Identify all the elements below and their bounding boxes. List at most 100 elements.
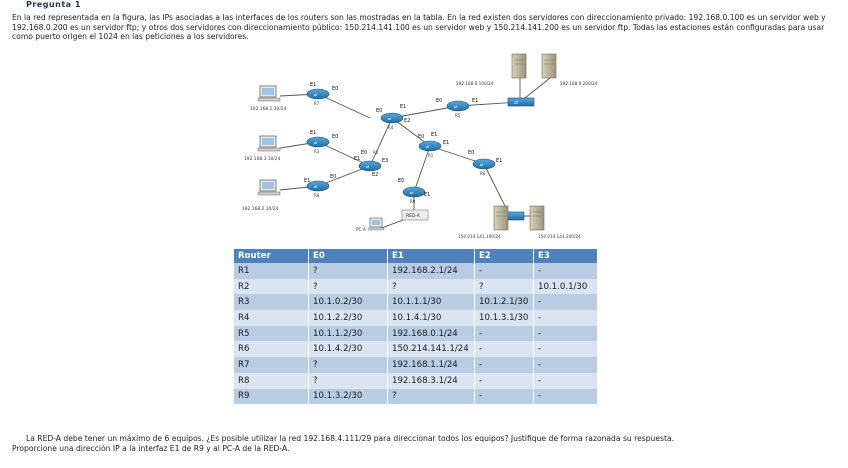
table-cell: ? xyxy=(387,278,475,295)
router-icon: ⇄ xyxy=(446,100,470,112)
table-row: R6 10.1.4.2/30 150.214.141.1/24 - - xyxy=(234,341,598,358)
table-cell: - xyxy=(533,388,598,405)
table-cell: - xyxy=(474,341,534,358)
svg-text:⇄: ⇄ xyxy=(388,116,392,121)
svg-text:E1: E1 xyxy=(354,156,360,162)
svg-text:E0: E0 xyxy=(332,86,338,92)
question-line: Proporcione una dirección IP a la interf… xyxy=(12,444,290,453)
pc-icon xyxy=(257,85,281,102)
table-cell: - xyxy=(533,325,598,342)
table-cell: - xyxy=(533,357,598,373)
table-cell: - xyxy=(474,357,534,373)
svg-text:⇄: ⇄ xyxy=(454,104,458,109)
table-cell: 192.168.0.1/24 xyxy=(387,325,475,342)
svg-text:E0: E0 xyxy=(398,178,404,184)
table-row: R3 10.1.0.2/30 10.1.1.1/30 10.1.2.1/30 - xyxy=(234,294,598,311)
router-label: R4 xyxy=(388,125,394,130)
pc-network-label: 192.168.2.10/24 xyxy=(242,206,279,212)
router-label: R7 xyxy=(314,101,320,106)
svg-text:⇄: ⇄ xyxy=(480,162,484,167)
table-header-row: Router E0 E1 E2 E3 xyxy=(234,249,598,263)
table-cell: R2 xyxy=(234,278,309,295)
table-cell: 10.1.0.1/30 xyxy=(533,278,598,295)
table-row: R4 10.1.2.2/30 10.1.4.1/30 10.1.3.1/30 - xyxy=(234,310,598,326)
svg-text:E3: E3 xyxy=(382,158,388,164)
router-label: R1 xyxy=(428,153,434,158)
pc-icon xyxy=(257,135,281,152)
router-label: R5 xyxy=(455,113,461,118)
table-cell: R8 xyxy=(234,372,309,389)
table-cell: - xyxy=(474,325,534,342)
svg-text:⇄: ⇄ xyxy=(314,184,318,189)
table-cell: 192.168.1.1/24 xyxy=(387,357,475,373)
svg-text:E1: E1 xyxy=(472,98,478,104)
table-header-cell: E2 xyxy=(474,249,534,263)
svg-text:E1: E1 xyxy=(304,178,310,184)
table-cell: 150.214.141.1/24 xyxy=(387,341,475,358)
svg-text:E1: E1 xyxy=(431,132,437,138)
router-icon: ⇄ xyxy=(380,112,404,124)
table-cell: R6 xyxy=(234,341,309,358)
table-row: R9 10.1.3.2/30 ? - - xyxy=(234,388,598,405)
laptop-icon xyxy=(367,217,385,231)
table-cell: ? xyxy=(308,357,388,373)
table-row: R8 ? 192.168.3.1/24 - - xyxy=(234,372,598,389)
router-icon: ⇄ xyxy=(358,160,382,172)
svg-text:E1: E1 xyxy=(424,192,430,198)
table-cell: R3 xyxy=(234,294,309,311)
svg-text:⇄: ⇄ xyxy=(314,92,318,97)
table-cell: - xyxy=(474,372,534,389)
svg-text:⇄: ⇄ xyxy=(366,164,370,169)
server-icon xyxy=(511,53,527,79)
router-icon: ⇄ xyxy=(418,140,442,152)
svg-text:E0: E0 xyxy=(330,174,336,180)
svg-text:⇄: ⇄ xyxy=(314,140,318,145)
table-cell: 192.168.3.1/24 xyxy=(387,372,475,389)
router-icon: ⇄ xyxy=(306,136,330,148)
table-cell: 10.1.4.2/30 xyxy=(308,341,388,358)
table-header-cell: E1 xyxy=(387,249,475,263)
table-cell: - xyxy=(474,388,534,405)
svg-text:E1: E1 xyxy=(310,82,316,88)
svg-text:E1: E1 xyxy=(496,158,502,164)
table-cell: - xyxy=(533,294,598,311)
pc-network-label: 192.168.3.10/24 xyxy=(244,156,281,162)
server-address-label: 192.168.0.100/24 xyxy=(456,81,494,86)
pc-a-label: PC-A xyxy=(356,227,366,232)
router-interface-table: Router E0 E1 E2 E3 R1 ? 192.168.2.1/24 -… xyxy=(234,249,598,405)
router-icon: ⇄ xyxy=(306,180,330,192)
table-header-cell: E3 xyxy=(533,249,598,263)
server-address-label: 150.214.141.100/24 xyxy=(458,234,501,239)
table-cell: 10.1.2.2/30 xyxy=(308,310,388,326)
table-cell: R5 xyxy=(234,325,309,342)
table-cell: R1 xyxy=(234,263,309,279)
table-cell: 10.1.3.1/30 xyxy=(474,310,534,326)
table-header-cell: Router xyxy=(234,249,309,263)
router-label: R6 xyxy=(480,171,486,176)
table-header-cell: E0 xyxy=(308,249,388,263)
table-cell: R7 xyxy=(234,357,309,373)
page-heading: Pregunta 1 xyxy=(26,0,81,9)
svg-text:E0: E0 xyxy=(361,150,367,156)
pc-icon xyxy=(257,179,281,196)
switch-icon: ⇄ xyxy=(507,97,535,107)
table-cell: - xyxy=(474,263,534,279)
svg-text:⇄: ⇄ xyxy=(514,100,518,106)
server-address-label: 150.214.141.200/24 xyxy=(538,234,581,239)
router-icon: ⇄ xyxy=(306,88,330,100)
table-cell: ? xyxy=(308,263,388,279)
table-row: R7 ? 192.168.1.1/24 - - xyxy=(234,357,598,373)
table-cell: - xyxy=(533,341,598,358)
table-cell: - xyxy=(533,372,598,389)
table-cell: 10.1.2.1/30 xyxy=(474,294,534,311)
red-a-network xyxy=(401,209,429,221)
svg-text:E0: E0 xyxy=(436,98,442,104)
svg-text:⇄: ⇄ xyxy=(410,190,414,195)
router-label: R2 xyxy=(373,150,379,155)
router-label: R3 xyxy=(314,149,320,154)
table-cell: - xyxy=(533,310,598,326)
svg-text:E2: E2 xyxy=(372,172,378,178)
table-cell: ? xyxy=(308,372,388,389)
svg-text:E2: E2 xyxy=(404,118,410,124)
pc-network-label: 192.168.1.10/24 xyxy=(250,106,287,112)
